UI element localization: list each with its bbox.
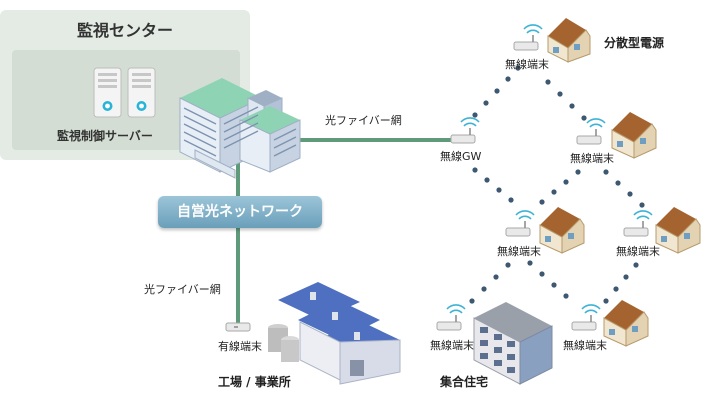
- router-icon: [623, 210, 653, 237]
- house-icon: [547, 18, 591, 63]
- apartment-icon: [473, 302, 553, 385]
- monitoring-center-title: 監視センター: [76, 21, 173, 40]
- wireless-links: [469, 65, 645, 304]
- server-label: 監視制御サーバー: [57, 129, 153, 143]
- private-fiber-network-badge: 自営光ネットワーク: [158, 196, 322, 228]
- house-icon: [611, 112, 657, 159]
- router-icon: [576, 118, 606, 145]
- fiber-network-label-top: 光ファイバー網: [325, 114, 402, 127]
- router-icon: [450, 117, 480, 144]
- factory-label: 工場 / 事業所: [218, 375, 291, 389]
- apartment-label: 集合住宅: [440, 375, 489, 389]
- router-icon: [571, 304, 601, 331]
- wireless-terminal-label: 無線端末: [563, 339, 607, 352]
- router-icon: [505, 210, 535, 237]
- distributed-power-label: 分散型電源: [604, 36, 665, 50]
- router-icon: [513, 24, 543, 51]
- wireless-terminal-label: 無線端末: [505, 58, 549, 71]
- house-icon: [539, 207, 585, 254]
- fiber-network-label-left: 光ファイバー網: [144, 283, 221, 296]
- wireless-gateway-label: 無線GW: [440, 150, 482, 163]
- factory-icon: [268, 282, 401, 385]
- router-icon: [436, 304, 466, 331]
- house-icon: [655, 207, 701, 254]
- office-building-icon: [179, 78, 301, 179]
- wired-terminal-label: 有線端末: [218, 340, 262, 353]
- wireless-terminal-label: 無線端末: [570, 152, 614, 165]
- wireless-terminal-label: 無線端末: [616, 245, 660, 258]
- wireless-terminal-label: 無線端末: [497, 245, 541, 258]
- wireless-terminal-label: 無線端末: [430, 339, 474, 352]
- server-icon: [93, 67, 156, 118]
- house-icon: [603, 300, 649, 347]
- router-icon: [225, 322, 251, 332]
